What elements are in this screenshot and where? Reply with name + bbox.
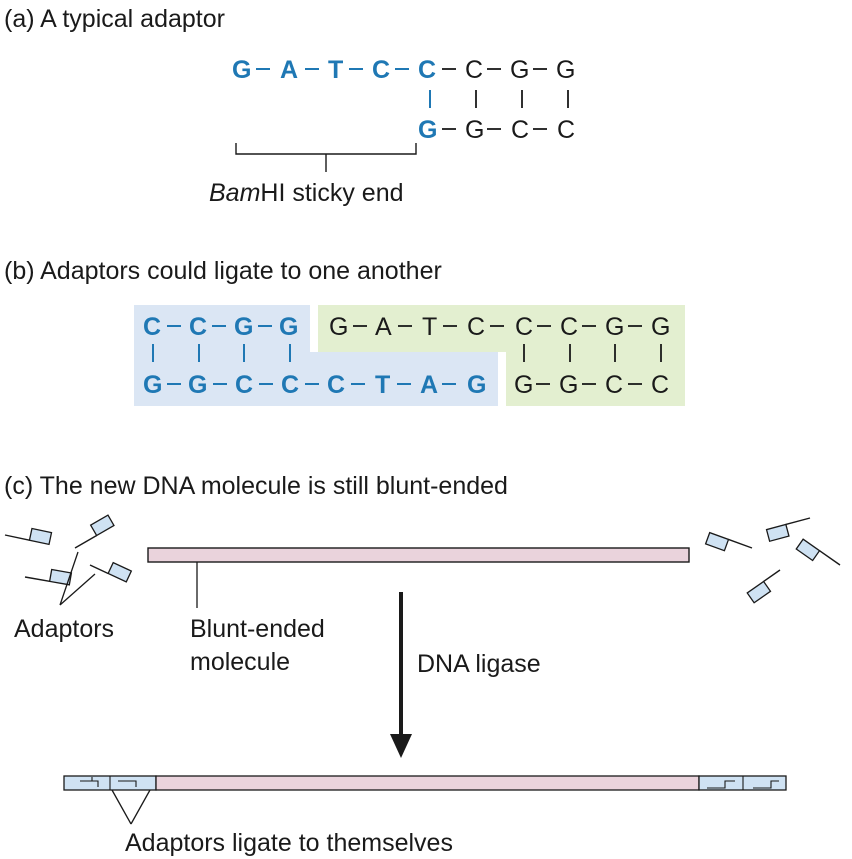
adaptors-pointer	[59, 551, 96, 606]
free-adaptor	[89, 561, 133, 583]
base: C	[560, 313, 578, 341]
base: G	[559, 371, 578, 399]
base: C	[511, 116, 529, 144]
sticky-end-bracket	[235, 143, 417, 172]
base: G	[514, 371, 533, 399]
ligated-molecule	[155, 775, 700, 791]
base: G	[143, 371, 162, 399]
adaptors-label: Adaptors	[14, 615, 114, 643]
base: G	[465, 116, 484, 144]
ligase-label: DNA ligase	[417, 650, 541, 678]
adaptor-base-pair-bonds	[429, 90, 569, 108]
base: G	[467, 371, 486, 399]
adaptor-bottom-strand: G G C C	[418, 116, 575, 144]
free-adaptor	[765, 517, 811, 543]
right-adaptor-top-strand: G A T C C C G G	[329, 313, 670, 341]
base: C	[235, 371, 253, 399]
free-adaptor	[24, 568, 73, 586]
base: C	[557, 116, 575, 144]
base: C	[327, 371, 345, 399]
sticky-end-label: BamHI sticky end	[209, 179, 404, 207]
base: C	[465, 56, 483, 84]
panel-b-pair-bonds	[152, 344, 662, 362]
right-adaptor-bottom-strand: G G C C	[514, 371, 669, 399]
green-adaptor-box	[318, 305, 685, 406]
left-adaptor-top-strand: C C G G	[143, 313, 298, 341]
base: G	[188, 371, 207, 399]
base: G	[329, 313, 348, 341]
base: G	[232, 56, 251, 84]
base: G	[556, 56, 575, 84]
base: C	[515, 313, 533, 341]
blue-adaptor-box	[134, 305, 498, 406]
free-adaptor	[74, 514, 115, 549]
molecule-label: molecule	[190, 648, 290, 676]
self-ligate-label: Adaptors ligate to themselves	[125, 829, 453, 857]
self-ligate-pointer	[111, 789, 151, 825]
blunt-ended-molecule	[147, 547, 690, 563]
panel-a-title: (a) A typical adaptor	[4, 5, 225, 33]
base: C	[189, 313, 207, 341]
base: G	[279, 313, 298, 341]
base: T	[328, 56, 343, 84]
free-adaptor	[4, 527, 53, 546]
base: G	[605, 313, 624, 341]
base: G	[418, 116, 437, 144]
base: A	[375, 313, 392, 341]
base: C	[372, 56, 390, 84]
base: G	[651, 313, 670, 341]
base: C	[418, 56, 436, 84]
free-adaptor	[704, 531, 753, 552]
ligase-arrow-head	[390, 734, 412, 758]
base: C	[281, 371, 299, 399]
blunt-ended-label: Blunt-ended	[190, 615, 325, 643]
base: G	[234, 313, 253, 341]
base: C	[143, 313, 161, 341]
base: G	[510, 56, 529, 84]
panel-b-title: (b) Adaptors could ligate to one another	[4, 257, 442, 285]
base: A	[280, 56, 298, 84]
free-adaptor	[795, 538, 841, 566]
base: C	[651, 371, 669, 399]
panel-c-title: (c) The new DNA molecule is still blunt-…	[4, 472, 508, 500]
base: T	[375, 371, 390, 399]
free-adaptor	[746, 569, 781, 604]
ligated-product	[63, 775, 787, 791]
adaptor-top-strand: G A T C C C G G	[232, 56, 575, 84]
base: A	[420, 371, 438, 399]
base: T	[422, 313, 437, 341]
base: C	[467, 313, 485, 341]
left-adaptor-bottom-strand: G G C C C T A G	[143, 371, 486, 399]
base: C	[605, 371, 623, 399]
